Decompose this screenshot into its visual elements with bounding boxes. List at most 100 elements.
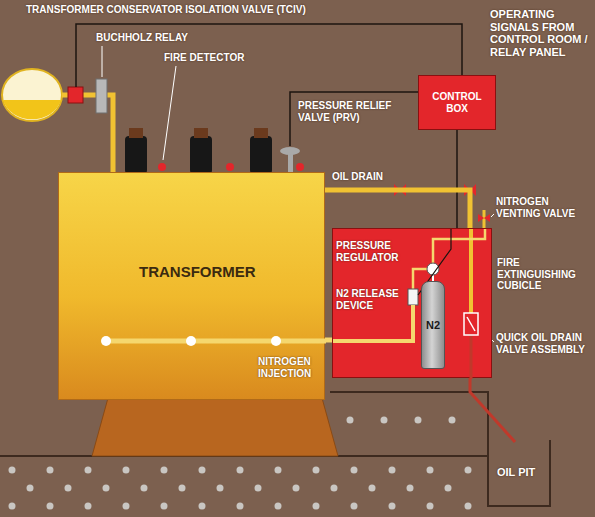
- control-box: CONTROL BOX: [418, 75, 496, 130]
- gravel-dots: [351, 503, 358, 510]
- gravel-dots: [47, 467, 54, 474]
- gravel-dots: [237, 503, 244, 510]
- gravel-dots: [123, 467, 130, 474]
- gravel-dots: [217, 485, 224, 492]
- leader-lines: [163, 66, 176, 160]
- gravel-dots: [347, 417, 354, 424]
- gravel-dots: [293, 485, 300, 492]
- gravel-dots: [85, 503, 92, 510]
- cubicle-piping: [464, 313, 478, 335]
- gravel-dots: [199, 503, 206, 510]
- gravel-dots: [465, 503, 472, 510]
- fire-detectors: [226, 163, 234, 171]
- gravel-dots: [103, 485, 110, 492]
- gravel-dots: [179, 485, 186, 492]
- valve-label: QUICK OIL DRAIN VALVE ASSEMBLY: [496, 332, 591, 355]
- gravel-dots: [123, 503, 130, 510]
- gravel-dots: [449, 417, 456, 424]
- ground-line: [0, 392, 550, 506]
- gravel-dots: [47, 503, 54, 510]
- bushings: [194, 128, 208, 138]
- signal-note: OPERATING SIGNALS FROM CONTROL ROOM / RE…: [490, 8, 590, 59]
- gravel-dots: [381, 417, 388, 424]
- quick-drain-pipe: [470, 376, 515, 442]
- bushings: [125, 128, 272, 174]
- transformer-base: [92, 398, 338, 456]
- signal-wire: [456, 130, 458, 228]
- oil-drain-pipe: [325, 190, 470, 228]
- venting-valve: [478, 210, 490, 230]
- relay-label: BUCHHOLZ RELAY: [96, 32, 188, 44]
- gravel-dots: [427, 503, 434, 510]
- bushings: [190, 136, 212, 174]
- gravel-dots: [275, 467, 282, 474]
- venting-valve: [483, 210, 486, 230]
- pressure-relief-valve: [280, 147, 300, 174]
- gravel-dots: [313, 503, 320, 510]
- quick-drain-pipe: [470, 376, 515, 442]
- gravel-dots: [141, 485, 148, 492]
- cubicle-piping: [433, 229, 485, 263]
- node-label: TRANSFORMER: [139, 263, 256, 280]
- cubicle-piping: [470, 335, 473, 379]
- nitrogen-injection-pipe: [104, 339, 326, 344]
- node-label: FIRE EXTINGUISHING CUBICLE: [497, 257, 589, 292]
- signal-wire: [457, 130, 458, 228]
- fire-detectors: [158, 163, 166, 171]
- conservator-tank: [2, 69, 62, 121]
- gravel-dots: [255, 485, 262, 492]
- nitrogen-cylinder: N2: [421, 281, 445, 369]
- signal-wires: [290, 92, 418, 146]
- regulator-label: PRESSURE REGULATOR: [336, 240, 406, 263]
- gravel-dots: [445, 485, 452, 492]
- gravel-dots: [27, 485, 34, 492]
- cubicle-piping: [467, 317, 475, 331]
- oil-drain-pipe: [325, 190, 470, 228]
- gravel-dots: [465, 467, 472, 474]
- valve-label: PRESSURE RELIEF VALVE (PRV): [298, 100, 410, 123]
- gravel-dots: [407, 485, 414, 492]
- gravel-dots: [65, 485, 72, 492]
- pipe-label: NITROGEN INJECTION: [258, 356, 322, 379]
- conservator-tank: [2, 69, 62, 121]
- fire-detectors: [158, 163, 304, 171]
- conservator-tank: [3, 100, 61, 119]
- gravel-dots: [427, 467, 434, 474]
- transformer-base: [92, 398, 338, 456]
- cubicle-piping: [408, 289, 418, 305]
- ground-line: [330, 392, 488, 456]
- valve-label: NITROGEN VENTING VALVE: [496, 196, 591, 219]
- venting-valve: [478, 214, 490, 222]
- nitrogen-pipe: [325, 340, 332, 341]
- tciv-valve: [68, 87, 83, 103]
- node-label: N2: [426, 319, 440, 331]
- pressure-relief-valve: [288, 152, 293, 174]
- fire-detectors: [296, 163, 304, 171]
- gravel-dots: [369, 485, 376, 492]
- gravel-dots: [9, 467, 16, 474]
- pipe-label: OIL DRAIN: [332, 171, 383, 183]
- bushings: [250, 136, 272, 174]
- node-label: CONTROL BOX: [419, 91, 495, 114]
- buchholz-relay: [96, 79, 107, 113]
- gravel-dots: [331, 485, 338, 492]
- tciv-valve: [68, 87, 83, 103]
- nitrogen-injection-pipe: [101, 336, 111, 346]
- nitrogen-injection-pipe: [186, 336, 196, 346]
- bushings: [129, 128, 143, 138]
- gravel-dots: [351, 467, 358, 474]
- signal-wires: [76, 24, 462, 146]
- pit-label: OIL PIT: [497, 466, 535, 479]
- leader-lines: [491, 214, 494, 217]
- gravel-dots: [85, 467, 92, 474]
- valve-label: TRANSFORMER CONSERVATOR ISOLATION VALVE …: [26, 4, 306, 16]
- buchholz-relay: [96, 79, 107, 113]
- nitrogen-pipe: [325, 338, 332, 343]
- gravel-dots: [161, 503, 168, 510]
- gravel-dots: [415, 417, 422, 424]
- gravel-dots: [199, 467, 206, 474]
- gravel-dots: [9, 503, 16, 510]
- nitrogen-injection-pipe: [271, 336, 281, 346]
- bushings: [254, 128, 268, 138]
